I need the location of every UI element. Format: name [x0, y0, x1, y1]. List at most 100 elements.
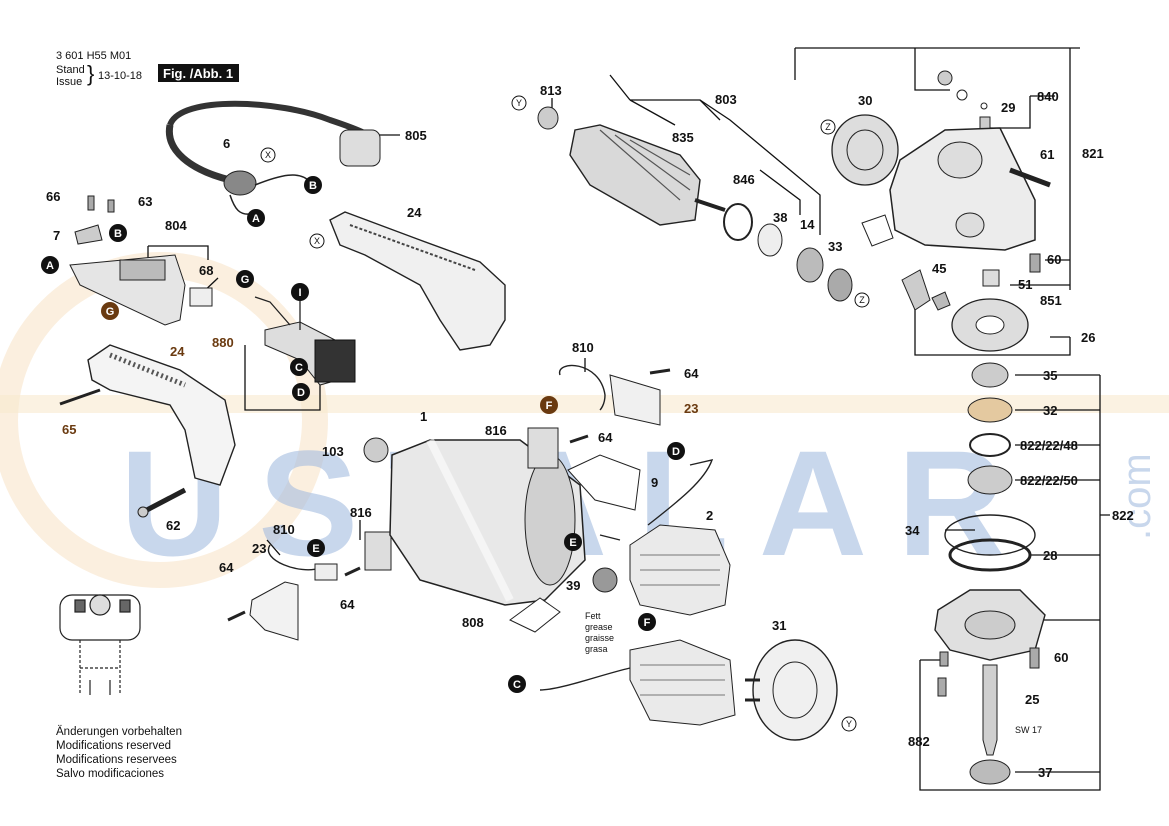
ref-y-armature: Y	[511, 95, 527, 111]
bearing-35	[971, 362, 1009, 388]
svg-text:B: B	[309, 180, 317, 192]
issue-label: Issue	[56, 76, 83, 88]
part-label: 6	[223, 136, 230, 151]
brush-holder-816-top	[527, 427, 559, 469]
ref-y-flange: Y	[841, 716, 857, 732]
part-label: 28	[1043, 548, 1057, 563]
field-coil-lower	[629, 639, 736, 726]
part-label: 68	[199, 263, 213, 278]
part-label: 816	[485, 423, 507, 438]
part-label: 103	[322, 444, 344, 459]
part-label: 60	[1054, 650, 1068, 665]
spindle-25	[982, 664, 998, 756]
wrench-size: SW 17	[1015, 725, 1042, 735]
part-label: 24	[170, 344, 185, 359]
grease-note-line: grasa	[585, 644, 608, 654]
marker-i: I	[291, 283, 309, 301]
marker-e-housing: E	[564, 533, 582, 551]
marker-b-cord: B	[304, 176, 322, 194]
bearing-822-50	[967, 465, 1013, 495]
part-51	[982, 269, 1000, 287]
part-label: 61	[1040, 147, 1054, 162]
ref-z-gear: Z	[820, 119, 836, 135]
part-label: 882	[908, 734, 930, 749]
part-39	[592, 567, 618, 593]
part-label: 822	[1112, 508, 1134, 523]
bearing-813	[537, 106, 559, 130]
part-label: 821	[1082, 146, 1104, 161]
part-label: 840	[1037, 89, 1059, 104]
armature	[569, 124, 701, 226]
ref-x-handle: X	[309, 233, 325, 249]
svg-text:Z: Z	[859, 295, 865, 305]
svg-text:E: E	[312, 543, 319, 555]
cover-23-left	[249, 581, 299, 641]
part-label: 60	[1047, 252, 1061, 267]
part-label: 2	[706, 508, 713, 523]
part-label: 804	[165, 218, 187, 233]
cord-clamp	[74, 224, 103, 245]
svg-text:G: G	[241, 274, 250, 286]
part-38	[757, 223, 783, 257]
cover-9	[567, 454, 641, 511]
svg-text:D: D	[672, 446, 680, 458]
o-ring-28	[948, 538, 1032, 572]
brush-holder-816-left	[364, 531, 392, 571]
part-label: 846	[733, 172, 755, 187]
part-label: 38	[773, 210, 787, 225]
flange-37	[969, 759, 1011, 785]
ref-z-bearing: Z	[854, 292, 870, 308]
marker-f-field: F	[638, 613, 656, 631]
main-handle-left	[87, 344, 236, 486]
part-label: 813	[540, 83, 562, 98]
part-label: 803	[715, 92, 737, 107]
circlip-846	[723, 203, 753, 241]
revision-date: 13-10-18	[98, 70, 143, 82]
cover-23-top	[609, 374, 661, 426]
part-45	[931, 291, 951, 311]
part-label: 9	[651, 475, 658, 490]
screw-63	[107, 199, 115, 213]
svg-text:Y: Y	[516, 98, 522, 108]
marker-d-module: D	[292, 383, 310, 401]
svg-text:E: E	[569, 537, 576, 549]
part-label: 816	[350, 505, 372, 520]
screw-60-top	[1029, 253, 1041, 273]
plug-icon	[339, 129, 381, 167]
part-label: 62	[166, 518, 180, 533]
part-label: 51	[1018, 277, 1032, 292]
circlip-822-48	[969, 433, 1011, 457]
part-label: 1	[420, 409, 427, 424]
marker-f-top: F	[540, 396, 558, 414]
screw-60-bottom	[1029, 647, 1040, 669]
part-label: 31	[772, 618, 786, 633]
grease-note-line: graisse	[585, 633, 614, 643]
note-line: Modifications reservees	[56, 754, 177, 766]
wiring-schematic	[59, 594, 141, 695]
svg-text:A: A	[46, 260, 54, 272]
part-840	[937, 70, 953, 86]
part-label: 822/22/50	[1020, 473, 1078, 488]
part-label: 64	[684, 366, 699, 381]
pad	[861, 214, 894, 247]
svg-text:A: A	[252, 213, 260, 225]
part-label: 64	[340, 597, 355, 612]
pinion	[901, 269, 931, 311]
part-label: 34	[905, 523, 920, 538]
part-label: 66	[46, 189, 60, 204]
part-label: 805	[405, 128, 427, 143]
marker-d-field: D	[667, 442, 685, 460]
part-label: 39	[566, 578, 580, 593]
part-label: 25	[1025, 692, 1039, 707]
gear-housing	[889, 127, 1036, 251]
part-label: 7	[53, 228, 60, 243]
svg-text:C: C	[513, 679, 521, 691]
note-line: Änderungen vorbehalten	[56, 726, 182, 738]
part-label: 63	[138, 194, 152, 209]
grease-note-line: Fett	[585, 611, 601, 621]
watermark-suffix: .com	[1115, 453, 1159, 540]
note-line: Modifications reserved	[56, 740, 172, 752]
bearing-14	[796, 247, 824, 283]
